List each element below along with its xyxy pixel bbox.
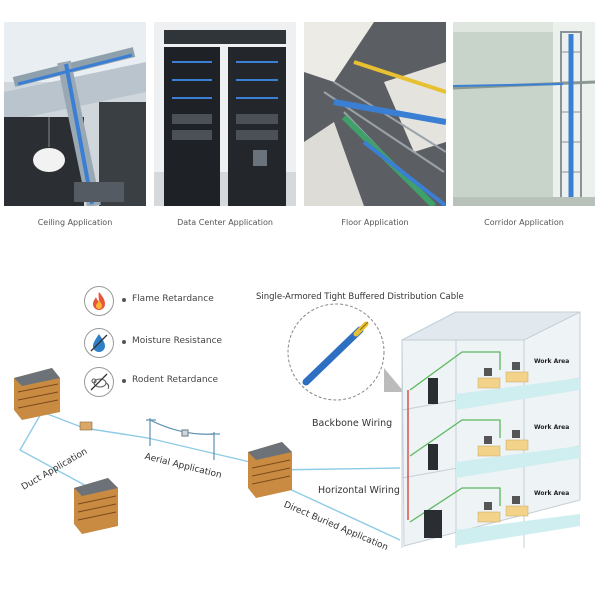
aerial-poles [146, 418, 220, 460]
caption-data-center: Data Center Application [177, 218, 273, 227]
cable-title: Single-Armored Tight Buffered Distributi… [256, 292, 464, 302]
duct-box [79, 421, 93, 431]
corridor-photo [453, 22, 595, 206]
work-area-label: Work Area [534, 490, 570, 497]
work-area-label: Work Area [534, 424, 570, 431]
rodent-icon [84, 367, 114, 397]
data-center-photo [154, 22, 296, 206]
caption-corridor: Corridor Application [484, 218, 564, 227]
feature-rodent: Rodent Retardance [84, 367, 244, 397]
water-drop-icon [84, 328, 114, 358]
building-bottom [74, 478, 118, 534]
bullet [122, 298, 126, 302]
backbone-wiring-label: Backbone Wiring [312, 418, 393, 429]
floor-photo [304, 22, 446, 206]
caption-ceiling: Ceiling Application [37, 218, 113, 227]
bullet [122, 379, 126, 383]
aerial-application-label: Aerial Application [143, 452, 223, 481]
building-left [14, 368, 60, 420]
cable-magnifier [287, 303, 404, 401]
ceiling-photo [4, 22, 146, 206]
feature-label: Moisture Resistance [132, 336, 223, 346]
feature-flame: Flame Retardance [84, 286, 244, 316]
work-area-label: Work Area [534, 358, 570, 365]
duct-application-label: Duct Application [20, 446, 90, 493]
feature-moisture: Moisture Resistance [84, 328, 244, 358]
flame-icon [84, 286, 114, 316]
direct-buried-application-label: Direct Buried Application [282, 500, 390, 554]
horizontal-wiring-label: Horizontal Wiring [318, 485, 400, 496]
caption-floor: Floor Application [341, 218, 409, 227]
bullet [122, 340, 126, 344]
feature-label: Rodent Retardance [132, 375, 219, 385]
feature-label: Flame Retardance [132, 294, 214, 304]
building-middle [248, 442, 292, 498]
